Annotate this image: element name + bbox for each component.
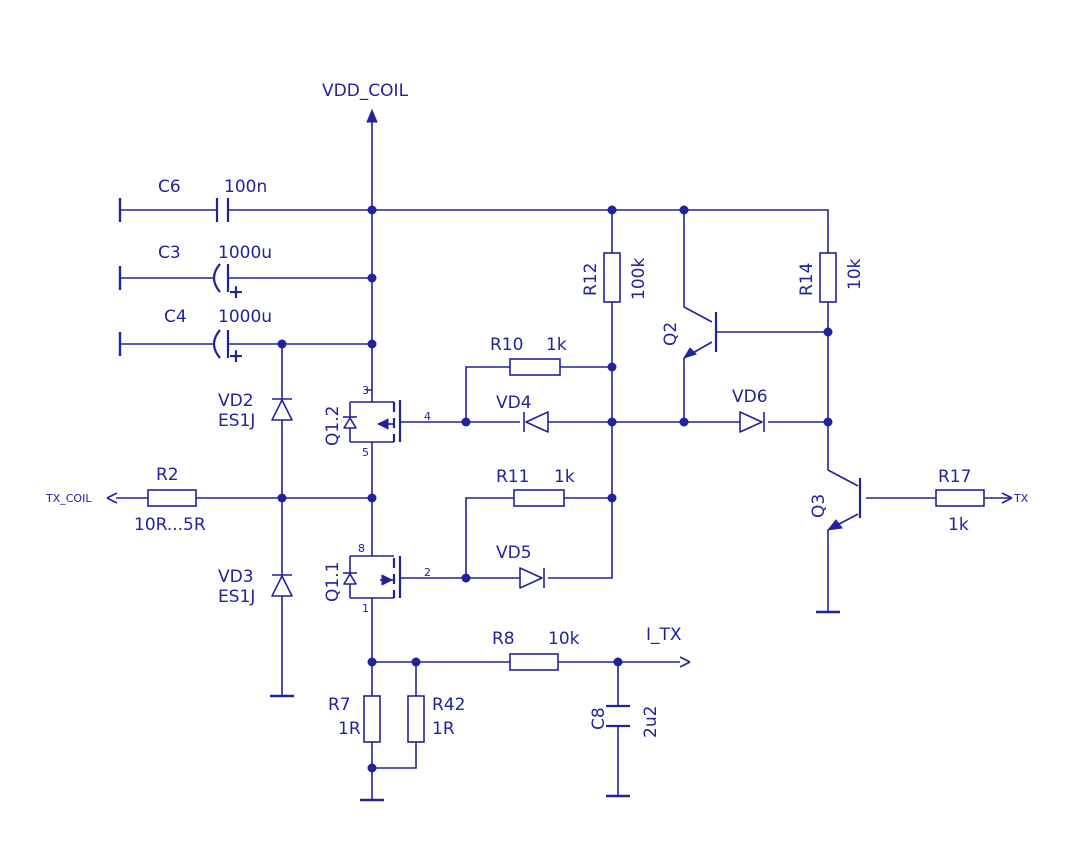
r17-ref: R17 (938, 467, 971, 487)
resistor-r12: R12 100k (581, 252, 649, 303)
emitter-arrow-icon (826, 519, 843, 531)
net-tx-coil: TX_COIL (45, 492, 118, 505)
q1-2-pin-bottom: 5 (362, 446, 369, 459)
net-label-tx-coil: TX_COIL (45, 492, 92, 505)
q1-1-pin-top: 8 (358, 542, 365, 555)
mosfet-q1-1: 8 2 1 Q1.1 (323, 542, 431, 615)
r14-value: 10k (845, 258, 865, 290)
r11-value: 1k (554, 467, 575, 487)
c6-value: 100n (224, 177, 267, 197)
diode-vd5: VD5 (496, 543, 545, 589)
r42-ref: R42 (432, 695, 465, 715)
capacitor-c4: + C4 1000u (164, 307, 272, 367)
junction-dots (277, 205, 833, 773)
right-arrow-icon (1001, 492, 1013, 504)
net-label-i-tx: I_TX (646, 625, 682, 645)
capacitor-c6: C6 100n (158, 177, 267, 222)
body-arrow-icon (381, 574, 394, 586)
resistor-r14: R14 10k (797, 252, 865, 303)
r8-value: 10k (548, 629, 580, 649)
c8-value: 2u2 (641, 706, 661, 738)
ground-symbols (118, 198, 840, 802)
r10-value: 1k (546, 335, 567, 355)
net-i-tx: I_TX (646, 625, 691, 668)
resistor-r11: R11 1k (496, 467, 575, 507)
r12-ref: R12 (581, 263, 601, 296)
q1-2-ref: Q1.2 (323, 406, 343, 446)
net-label-tx: TX (1013, 492, 1029, 505)
transistor-q2: Q2 (661, 312, 718, 359)
r2-ref: R2 (156, 465, 179, 485)
q1-2-pin-gate: 4 (424, 410, 431, 423)
c8-ref: C8 (589, 707, 609, 730)
resistor-r17: R17 1k (935, 467, 985, 535)
q1-1-ref: Q1.1 (323, 562, 343, 602)
capacitor-c8: C8 2u2 (589, 704, 661, 738)
resistor-r8: R8 10k (492, 629, 580, 671)
vd4-ref: VD4 (496, 393, 532, 413)
c4-polarity: + (228, 345, 244, 367)
vd2-value: ES1J (218, 411, 255, 431)
vd3-value: ES1J (218, 587, 255, 607)
vd5-ref: VD5 (496, 543, 532, 563)
emitter-arrow-icon (682, 347, 697, 359)
r14-ref: R14 (797, 263, 817, 296)
c3-value: 1000u (218, 243, 272, 263)
r8-ref: R8 (492, 629, 515, 649)
q1-1-pin-bottom: 1 (362, 602, 369, 615)
q1-1-pin-gate: 2 (424, 566, 431, 579)
r42-value: 1R (432, 719, 455, 739)
diode-vd3: VD3 ES1J (218, 567, 293, 607)
r11-ref: R11 (496, 467, 529, 487)
r17-value: 1k (948, 515, 969, 535)
net-vdd-coil: VDD_COIL (322, 81, 409, 123)
c3-polarity: + (228, 281, 244, 303)
transistor-q3: Q3 (809, 478, 862, 531)
diode-vd2: VD2 ES1J (218, 391, 293, 431)
mosfet-q1-2: 3 4 5 Q1.2 (323, 384, 431, 459)
up-arrow-icon (366, 108, 378, 123)
net-label-vdd: VDD_COIL (322, 81, 409, 101)
capacitor-c3: + C3 1000u (158, 243, 272, 303)
diode-vd4: VD4 (496, 393, 549, 433)
vd6-ref: VD6 (732, 387, 768, 407)
q3-ref: Q3 (809, 494, 829, 518)
r7-value: 1R (338, 719, 361, 739)
right-arrow-icon (679, 656, 691, 668)
vd3-ref: VD3 (218, 567, 254, 587)
r10-ref: R10 (490, 335, 523, 355)
q2-ref: Q2 (661, 322, 681, 346)
q1-2-pin-top: 3 (362, 384, 369, 397)
left-arrow-icon (106, 492, 118, 504)
c4-value: 1000u (218, 307, 272, 327)
body-arrow-icon (376, 418, 389, 430)
r7-ref: R7 (328, 695, 351, 715)
resistor-r7: R7 1R (328, 695, 381, 743)
c4-ref: C4 (164, 307, 187, 327)
resistor-r42: R42 1R (407, 695, 465, 743)
diode-vd6: VD6 (732, 387, 768, 433)
c6-ref: C6 (158, 177, 181, 197)
r2-value: 10R...5R (134, 515, 206, 535)
resistor-r10: R10 1k (490, 335, 567, 376)
r12-value: 100k (629, 258, 649, 300)
net-tx: TX (1001, 492, 1029, 505)
wires (116, 118, 1010, 800)
resistor-r2: R2 10R...5R (134, 465, 206, 535)
c3-ref: C3 (158, 243, 181, 263)
vd2-ref: VD2 (218, 391, 254, 411)
